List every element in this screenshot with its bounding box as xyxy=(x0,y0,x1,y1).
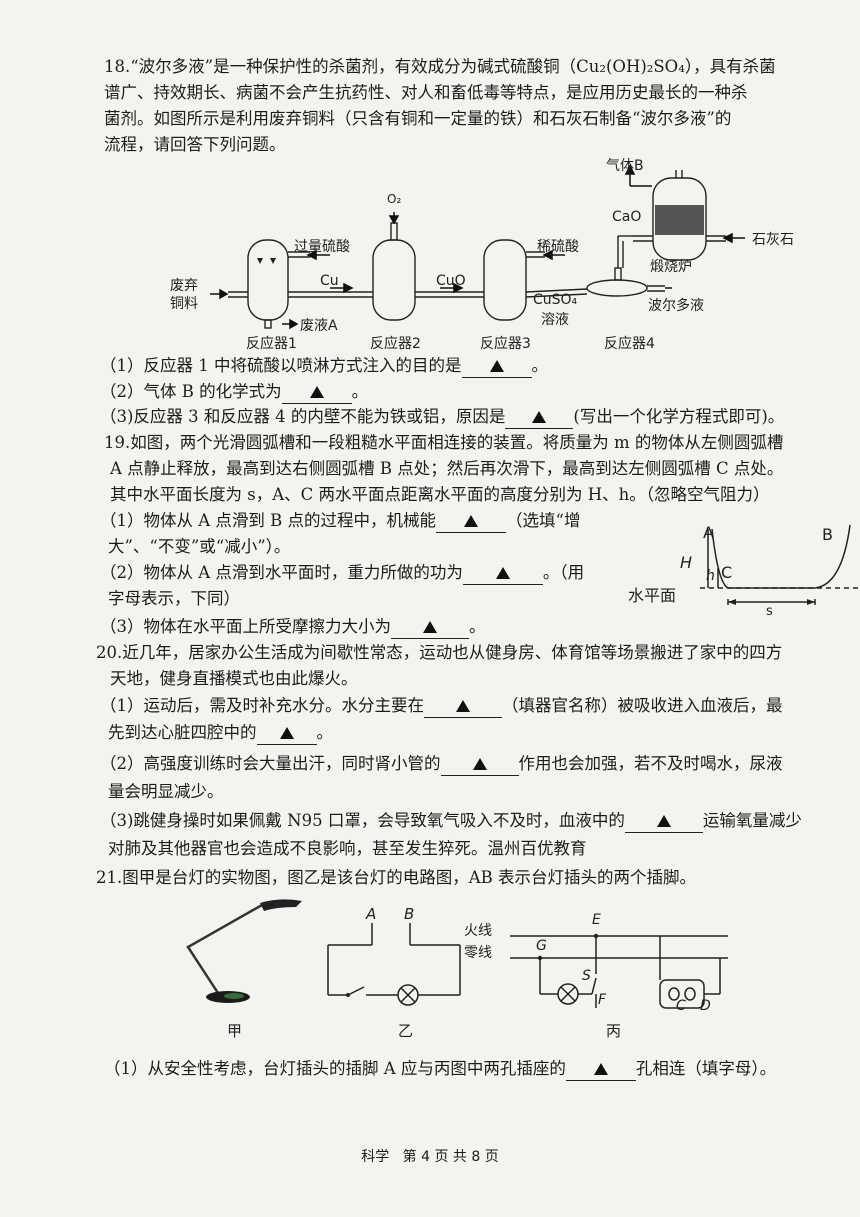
q18-sub2: （2）气体 B 的化学式为。 xyxy=(100,381,368,404)
label-cuso4: CuSO₄ xyxy=(533,292,578,308)
label-waste: 废弃 xyxy=(170,278,198,294)
triangle-icon xyxy=(532,411,547,423)
label-socket-d: D xyxy=(700,998,711,1014)
label-limestone: 石灰石 xyxy=(752,232,794,248)
q21-stem: 21.图甲是台灯的实物图，图乙是该台灯的电路图，AB 表示台灯插头的两个插脚。 xyxy=(96,868,697,887)
q20-sub1-cont: 先到达心脏四腔中的。 xyxy=(108,722,333,745)
label-point-b: B xyxy=(822,525,833,544)
label-live-wire: 火线 xyxy=(464,923,492,939)
label-bordeaux: 波尔多液 xyxy=(648,298,704,314)
label-neutral-wire: 零线 xyxy=(464,945,492,961)
label-point-f: F xyxy=(598,992,607,1008)
label-point-e: E xyxy=(592,912,601,928)
triangle-icon xyxy=(489,360,504,372)
label-reactor-3: 反应器3 xyxy=(480,336,531,352)
q20-stem-line1: 20.近几年，居家办公生活成为间歇性常态，运动也从健身房、体育馆等场景搬进了家中… xyxy=(96,643,783,662)
q18-sub3: （3)反应器 3 和反应器 4 的内壁不能为铁或铝，原因是(写出一个化学方程式即… xyxy=(100,406,784,429)
label-plug-pin-a: A xyxy=(366,905,377,923)
label-point-a: A xyxy=(703,523,714,542)
caption-bing: 丙 xyxy=(606,1022,622,1040)
page-footer: 科学 第 4 页 共 8 页 xyxy=(0,1146,860,1166)
answer-blank[interactable] xyxy=(461,355,532,378)
label-plug-pin-b: B xyxy=(404,905,415,923)
label-cuo: CuO xyxy=(436,273,466,289)
household-circuit-bing xyxy=(510,933,728,1009)
answer-blank[interactable] xyxy=(281,381,352,404)
q18-stem-line4: 流程，请回答下列问题。 xyxy=(104,135,286,154)
label-gas-b: 气体B xyxy=(606,158,644,174)
answer-blank[interactable] xyxy=(505,406,574,429)
label-switch-s: S xyxy=(582,968,591,984)
label-reactor-1: 反应器1 xyxy=(246,336,297,352)
q19-sub3: （3）物体在水平面上所受摩擦力大小为。 xyxy=(100,616,486,639)
q19-sub1: （1）物体从 A 点滑到 B 点的过程中，机械能（选填“增 xyxy=(100,510,580,533)
lamp-photo-figure xyxy=(186,899,302,1003)
label-dilute-acid: 稀硫酸 xyxy=(537,239,579,255)
answer-blank[interactable] xyxy=(424,695,502,718)
label-o2: O₂ xyxy=(387,192,402,206)
triangle-icon xyxy=(423,621,437,633)
q18-stem-line3: 菌剂。如图所示是利用废弃铜料（只含有铜和一定量的铁）和石灰石制备“波尔多液”的 xyxy=(104,109,732,128)
triangle-icon xyxy=(472,758,487,770)
answer-blank[interactable] xyxy=(462,562,543,585)
label-solution: 溶液 xyxy=(541,312,569,328)
answer-blank[interactable] xyxy=(256,722,317,745)
q20-sub3-cont: 对肺及其他器官也会造成不良影响，甚至发生猝死。温州百优教育 xyxy=(108,839,587,858)
answer-blank[interactable] xyxy=(624,810,703,833)
footer-page-number: 第 4 页 共 8 页 xyxy=(402,1149,499,1165)
footer-subject: 科学 xyxy=(361,1149,390,1165)
label-cao: CaO xyxy=(612,209,642,225)
label-reactor-2: 反应器2 xyxy=(370,336,421,352)
lamp-circuit-yi xyxy=(327,923,461,1006)
label-socket-c: C xyxy=(676,998,686,1014)
label-waste-a: 废液A xyxy=(300,318,338,334)
q19-stem-line2: A 点静止释放，最高到达右侧圆弧槽 B 点处；然后再次滑下，最高到达左侧圆弧槽 … xyxy=(110,459,784,478)
q18-stem-line2: 谱广、持效期长、病菌不会产生抗药性、对人和畜低毒等特点，是应用历史最长的一种杀 xyxy=(104,83,748,102)
q20-stem-line2: 天地，健身直播模式也由此爆火。 xyxy=(110,669,358,688)
triangle-icon xyxy=(309,386,324,398)
answer-blank[interactable] xyxy=(440,753,519,776)
answer-blank[interactable] xyxy=(565,1058,636,1081)
q21-sub1: （1）从安全性考虑，台灯插头的插脚 A 应与丙图中两孔插座的孔相连（填字母）。 xyxy=(104,1058,776,1081)
caption-jia: 甲 xyxy=(227,1022,243,1040)
q18-sub1: （1）反应器 1 中将硫酸以喷淋方式注入的目的是。 xyxy=(100,355,548,378)
q19-track-diagram xyxy=(700,524,860,605)
triangle-icon xyxy=(495,567,510,579)
answer-blank[interactable] xyxy=(436,510,507,533)
label-cu: Cu xyxy=(320,273,339,289)
q18-flow-diagram xyxy=(210,164,745,330)
q19-sub1-cont: 大”、“不变”或“减小”）。 xyxy=(108,537,291,556)
label-length-s: s xyxy=(766,604,773,619)
label-height-h-upper: H xyxy=(680,553,693,572)
label-height-h-lower: h xyxy=(706,568,715,584)
triangle-icon xyxy=(279,727,294,739)
q18-stem-line1: 18.“波尔多液”是一种保护性的杀菌剂，有效成分为碱式硫酸铜（Cu₂(OH)₂S… xyxy=(104,57,776,76)
triangle-icon xyxy=(464,515,479,527)
q20-sub3: （3)跳健身操时如果佩戴 N95 口罩，会导致氧气吸入不及时，血液中的运输氧量减… xyxy=(100,810,802,833)
label-horizontal-plane: 水平面 xyxy=(628,586,677,605)
caption-yi: 乙 xyxy=(398,1022,414,1040)
label-excess-acid: 过量硫酸 xyxy=(294,239,350,255)
q19-stem-line3: 其中水平面长度为 s，A、C 两水平面点距离水平面的高度分别为 H、h。（忽略空… xyxy=(110,485,770,504)
triangle-icon xyxy=(593,1063,608,1075)
q19-stem-line1: 19.如图，两个光滑圆弧槽和一段粗糙水平面相连接的装置。将质量为 m 的物体从左… xyxy=(104,433,784,452)
q19-sub2: （2）物体从 A 点滑到水平面时，重力所做的功为。（用 xyxy=(100,562,584,585)
label-point-g: G xyxy=(536,938,547,954)
q20-sub2-cont: 量会明显减少。 xyxy=(108,782,224,801)
q20-sub2: （2）高强度训练时会大量出汗，同时肾小管的作用也会加强，若不及时喝水，尿液 xyxy=(100,753,783,776)
label-copper-scrap: 铜料 xyxy=(170,296,198,312)
q19-sub2-cont: 字母表示，下同） xyxy=(108,589,240,608)
triangle-icon xyxy=(456,700,470,712)
q20-sub1: （1）运动后，需及时补充水分。水分主要在（填器官名称）被吸收进入血液后，最 xyxy=(100,695,783,718)
label-reactor-4: 反应器4 xyxy=(604,336,655,352)
label-calciner: 煅烧炉 xyxy=(650,259,692,275)
triangle-icon xyxy=(656,815,671,827)
answer-blank[interactable] xyxy=(391,616,469,639)
label-point-c: C xyxy=(721,563,733,582)
